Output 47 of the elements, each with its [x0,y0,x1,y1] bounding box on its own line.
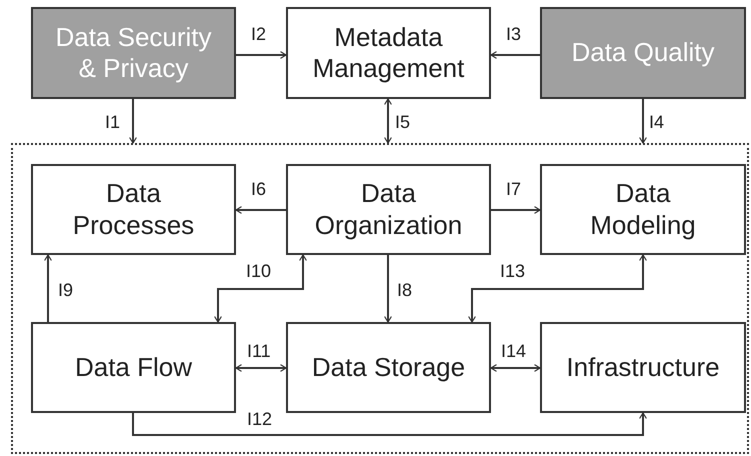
edge-label: I9 [57,281,74,299]
arrow [44,254,52,322]
box-label: Data Processes [72,178,196,241]
edge-label: I8 [396,281,414,299]
process-box [540,7,746,99]
edge-label: I13 [499,262,526,280]
edge-label: I4 [648,113,666,131]
process-box [286,164,491,255]
edge-label: I7 [505,180,522,198]
edge-label: I3 [505,25,522,43]
arrow [490,364,541,372]
arrow [490,50,540,60]
arrow [638,99,648,144]
arrow [128,99,138,144]
edge-label: I12 [246,410,274,428]
edge-label: I10 [245,262,272,280]
arrow [384,98,392,144]
arrow [235,364,287,372]
process-box [286,322,491,413]
arrow [468,254,648,323]
arrow [236,50,287,60]
box-label: Data Storage [312,352,466,384]
arrow [235,206,286,214]
arrow [384,255,392,323]
box-label: Data Quality [571,37,715,69]
process-box [286,7,491,99]
edge-label: I2 [250,25,268,43]
box-label: Data Flow [74,352,192,384]
arrow [214,254,308,323]
edge-label: I11 [246,342,272,360]
box-label: Data Organization [314,178,464,241]
edge-label: I14 [500,342,528,360]
box-label: Data Security & Privacy [54,22,213,84]
process-box [31,322,236,413]
edge-label: I6 [250,180,268,198]
box-label: Infrastructure [566,352,720,384]
process-box [540,164,746,255]
container-box [11,143,749,454]
box-label: Metadata Management [312,22,466,84]
edge-label: I1 [104,113,122,131]
arrow [491,206,541,214]
edge-label: I5 [394,113,412,131]
arrow [132,412,648,436]
process-box [31,164,236,255]
process-box [31,7,236,99]
box-label: Data Modeling [589,178,697,241]
process-box [540,322,746,413]
